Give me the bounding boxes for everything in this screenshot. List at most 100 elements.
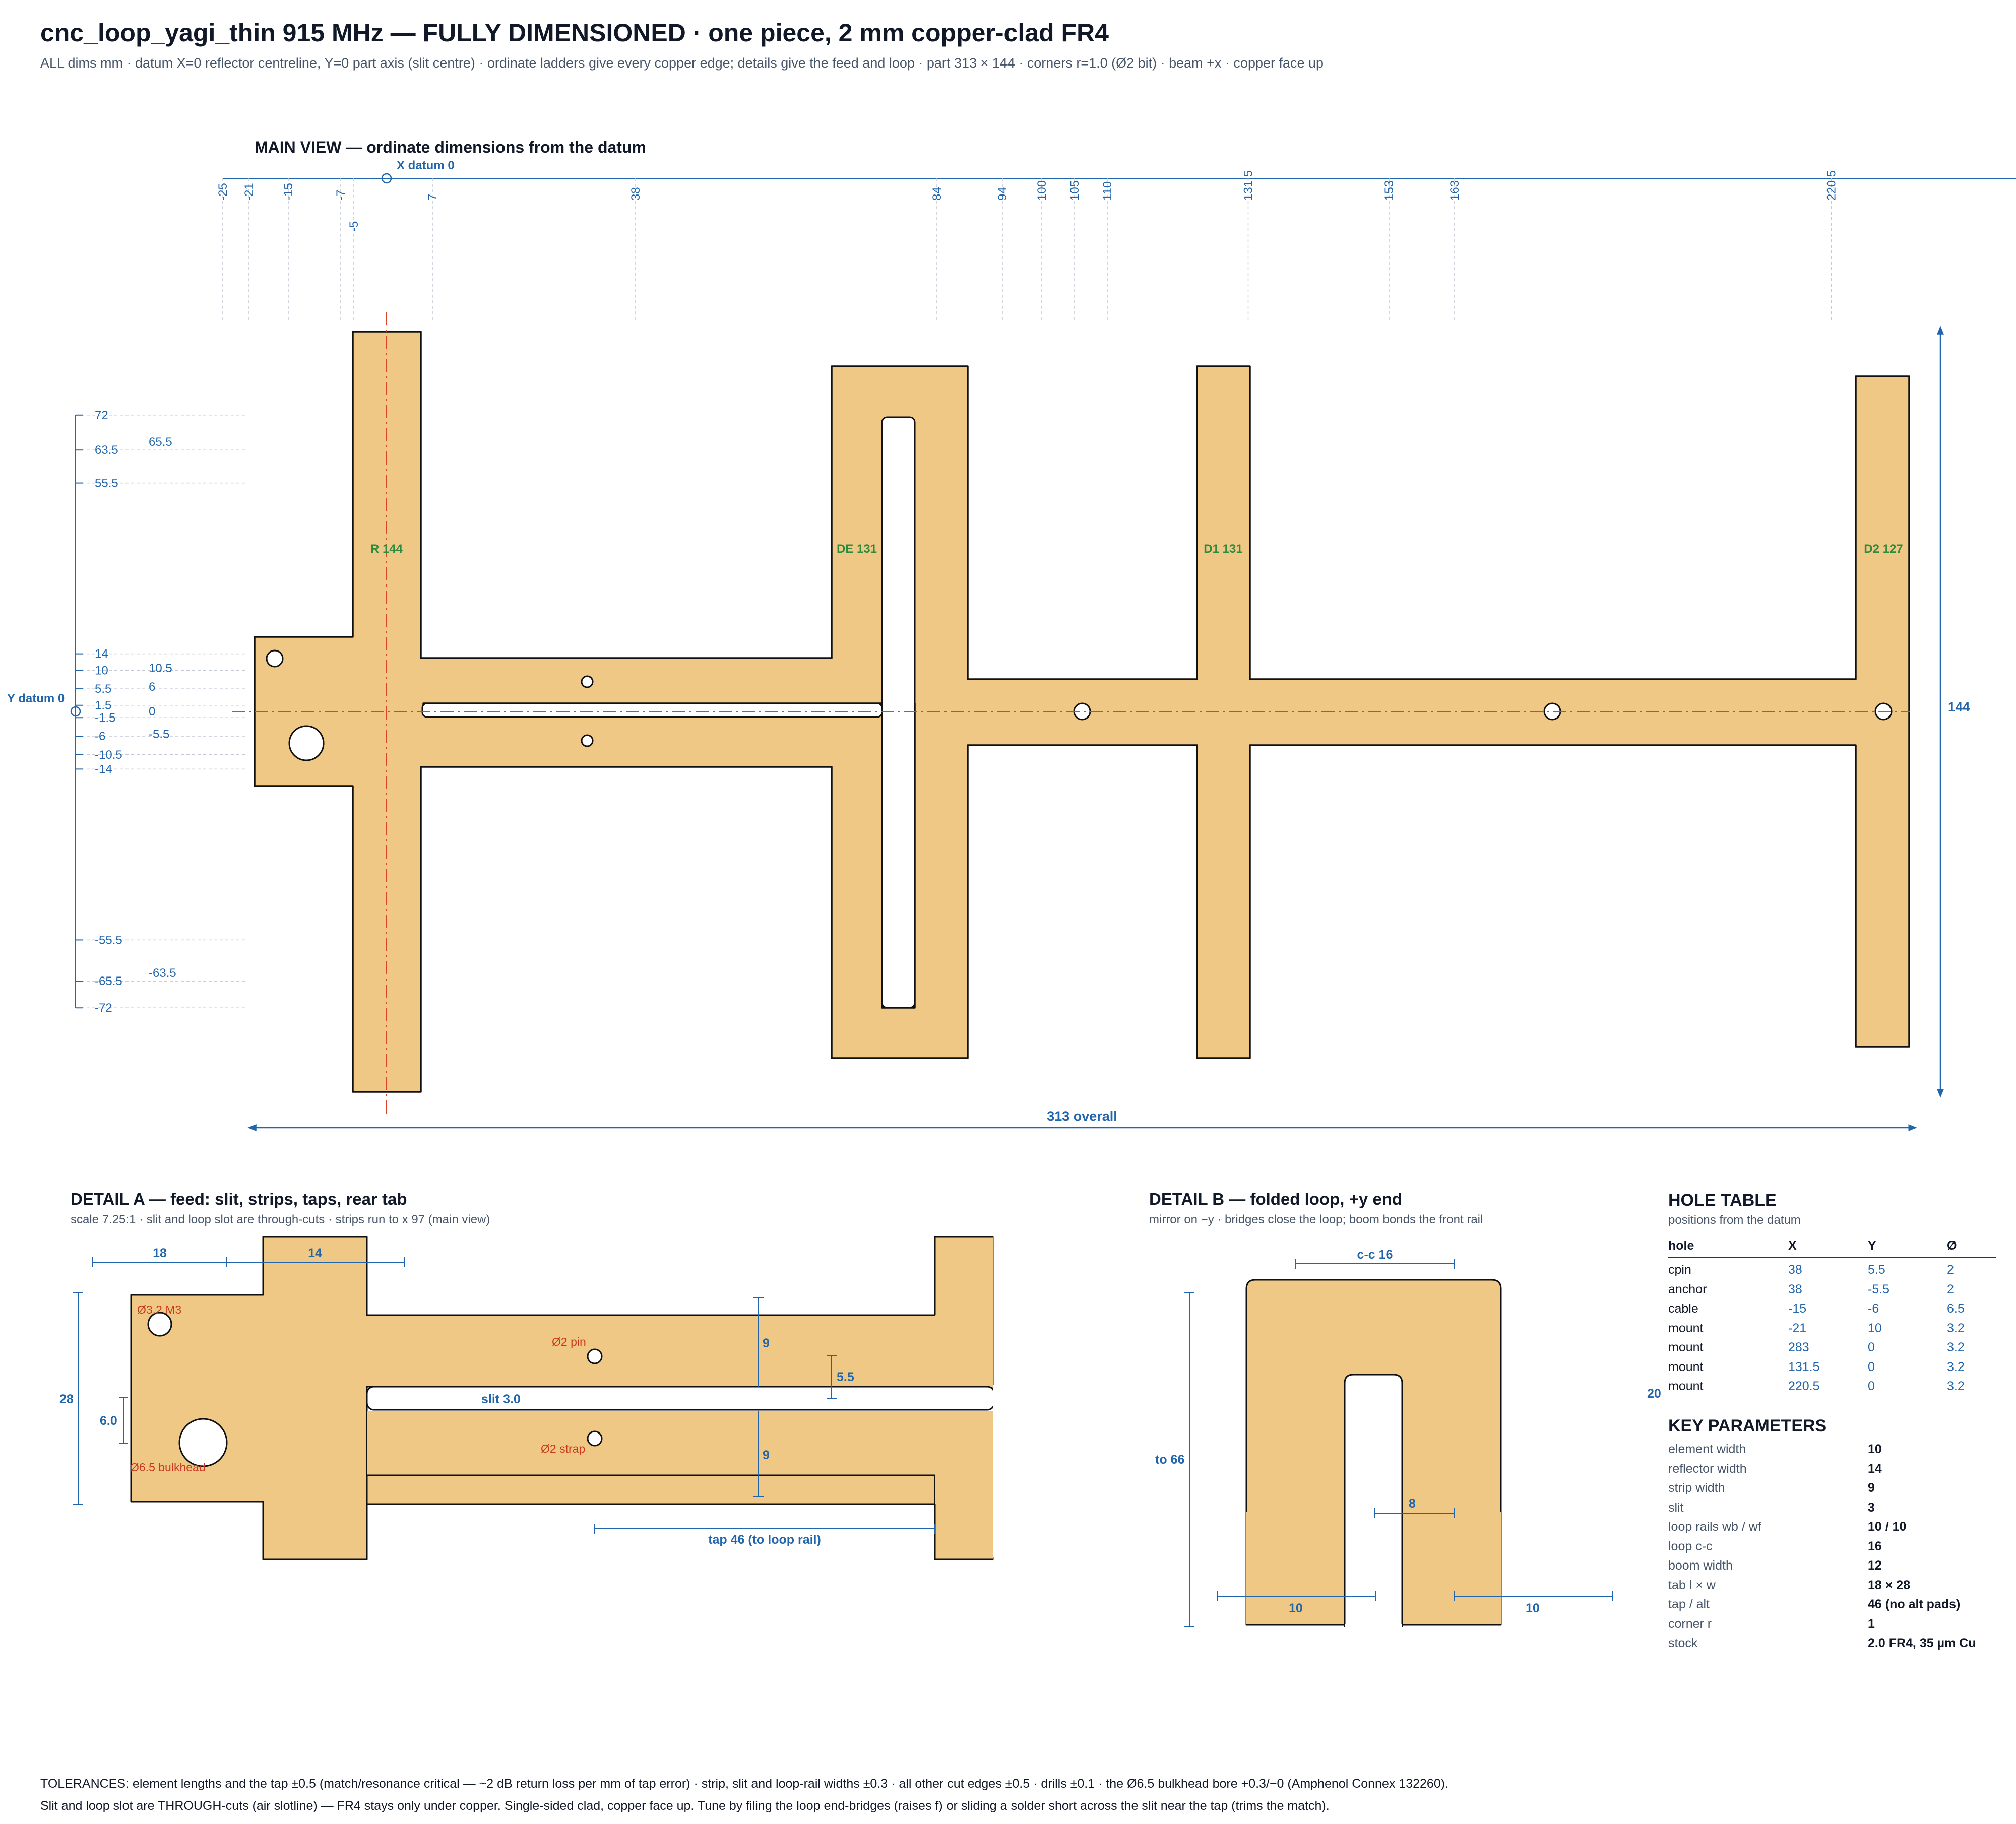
- key-parameter-value: 10: [1868, 1442, 1882, 1456]
- detail-a-strip-width-upper: 9: [763, 1336, 770, 1350]
- x-ordinate-label: -15: [282, 183, 295, 201]
- detail-a-slit-label: slit 3.0: [481, 1392, 521, 1406]
- x-ordinate-label: -5: [347, 221, 361, 232]
- y-datum-label: Y datum 0: [7, 692, 65, 705]
- overall-height-label: 144: [1948, 699, 1970, 714]
- element-label-director-1: D1 131: [1204, 542, 1242, 556]
- hole-table-cell: -5.5: [1868, 1282, 1890, 1296]
- x-ordinate-label: 153: [1382, 180, 1396, 201]
- detail-a-tap-label: tap 46 (to loop rail): [708, 1533, 821, 1547]
- x-ordinate-label: -21: [242, 183, 256, 201]
- y-ordinate-label: -1.5: [95, 711, 115, 725]
- key-parameter-name: slit: [1668, 1500, 1684, 1515]
- element-label-driven: DE 131: [837, 542, 877, 556]
- hole-table-cell: mount: [1668, 1359, 1704, 1374]
- x-ordinate-label: 110: [1101, 181, 1114, 201]
- key-parameter-name: tab l × w: [1668, 1578, 1716, 1592]
- x-ordinate-label: 100: [1035, 180, 1049, 201]
- anchor-hole: [581, 734, 594, 747]
- y-hole-ordinate-label: 0: [149, 705, 155, 719]
- hole-table-heading: HOLE TABLE: [1668, 1191, 1777, 1210]
- detail-a-pin-offset-label: 5.5: [837, 1370, 854, 1384]
- detail-a-strip-width-lower: 9: [763, 1448, 770, 1462]
- key-parameter-name: stock: [1668, 1636, 1698, 1650]
- detail-a-subheading: scale 7.25:1 · slit and loop slot are th…: [71, 1213, 490, 1226]
- x-datum-label: X datum 0: [397, 159, 455, 172]
- y-datum-marker: [70, 706, 81, 717]
- key-parameter-value: 10 / 10: [1868, 1520, 1907, 1534]
- x-ordinate-label: 105: [1068, 180, 1082, 201]
- detail-a-strap-callout: Ø2 strap: [541, 1442, 585, 1455]
- x-ordinate-label: -7: [334, 190, 348, 201]
- cable-hole: [288, 725, 325, 761]
- hole-table-cell: anchor: [1668, 1282, 1707, 1296]
- main-view-heading: MAIN VIEW — ordinate dimensions from the…: [255, 138, 646, 156]
- detail-a-lower-strip: [367, 1411, 993, 1475]
- hole-table-cell: 10: [1868, 1321, 1882, 1335]
- mount-hole: [266, 649, 284, 668]
- hole-table-cell: 2: [1947, 1263, 1954, 1277]
- y-ordinate-label: 1.5: [95, 699, 111, 712]
- overall-length-label: 313 overall: [1047, 1109, 1117, 1124]
- detail-b-subheading: mirror on −y · bridges close the loop; b…: [1149, 1213, 1483, 1226]
- key-parameter-name: tap / alt: [1668, 1597, 1710, 1611]
- hole-table-cell: -21: [1788, 1321, 1807, 1335]
- hole-table-cell: 3.2: [1947, 1379, 1965, 1393]
- cpin-hole: [581, 675, 594, 688]
- x-ordinate-label: 38: [629, 187, 643, 201]
- hole-table-cell: mount: [1668, 1340, 1704, 1354]
- page-subtitle: ALL dims mm · datum X=0 reflector centre…: [40, 55, 1324, 71]
- y-ordinate-label: 5.5: [95, 682, 111, 696]
- detail-b-loop-slot: [1344, 1374, 1403, 1627]
- hole-table-cell: 5.5: [1868, 1263, 1885, 1277]
- hole-table-cell: 0: [1868, 1340, 1875, 1354]
- key-parameter-value: 12: [1868, 1558, 1882, 1573]
- detail-b-left-rail-label: 10: [1289, 1601, 1303, 1615]
- key-parameter-value: 46 (no alt pads): [1868, 1597, 1961, 1611]
- key-parameter-value: 14: [1868, 1461, 1882, 1476]
- detail-a-pin-hole: [587, 1348, 603, 1364]
- detail-a-strap-hole: [587, 1430, 603, 1447]
- x-ordinate-label: 7: [426, 194, 439, 201]
- feed-slit: [421, 702, 883, 718]
- key-parameter-value: 3: [1868, 1500, 1875, 1515]
- key-parameter-value: 18 × 28: [1868, 1578, 1911, 1592]
- detail-b-height-label: to 66: [1155, 1453, 1184, 1467]
- element-label-reflector: R 144: [370, 542, 403, 556]
- detail-b-right-rail-label: 10: [1526, 1601, 1540, 1615]
- detail-b-width-label: 20: [1647, 1387, 1661, 1401]
- key-parameter-name: strip width: [1668, 1481, 1725, 1495]
- key-parameter-value: 1: [1868, 1616, 1875, 1631]
- y-ordinate-label: -10.5: [95, 748, 122, 762]
- x-ordinate-label: -25: [216, 183, 230, 201]
- key-parameter-value: 16: [1868, 1539, 1882, 1553]
- x-datum-marker: [381, 173, 392, 184]
- detail-a-upper-strip: [367, 1316, 993, 1386]
- hole-table-cell: 6.5: [1947, 1301, 1965, 1316]
- hole-table-subheading: positions from the datum: [1668, 1213, 1801, 1227]
- hole-table-cell: 131.5: [1788, 1359, 1820, 1374]
- y-ordinate-label: 63.5: [95, 443, 118, 457]
- hole-table-cell: -15: [1788, 1301, 1807, 1316]
- detail-a-bulkhead-callout: Ø6.5 bulkhead: [130, 1461, 206, 1474]
- tolerances-line-1: TOLERANCES: element lengths and the tap …: [40, 1777, 1449, 1791]
- key-parameter-name: boom width: [1668, 1558, 1733, 1573]
- hole-table-cell: 0: [1868, 1359, 1875, 1374]
- detail-a-cable-offset-label: 6.0: [100, 1414, 117, 1428]
- detail-a-slit: [366, 1386, 995, 1411]
- hole-table-cell: 38: [1788, 1282, 1802, 1296]
- hole-table-cell: 220.5: [1788, 1379, 1820, 1393]
- hole-table-cell: -6: [1868, 1301, 1879, 1316]
- x-ordinate-label: 94: [996, 187, 1010, 201]
- y-ordinate-label: -65.5: [95, 974, 122, 988]
- hole-table-cell: cable: [1668, 1301, 1698, 1316]
- key-parameters-heading: KEY PARAMETERS: [1668, 1416, 1827, 1436]
- hole-table-cell: 38: [1788, 1263, 1802, 1277]
- detail-a-pin-callout: Ø2 pin: [552, 1335, 586, 1348]
- hole-table-header: hole X Y Ø: [1668, 1239, 1996, 1258]
- hole-table-cell: mount: [1668, 1321, 1704, 1335]
- y-ordinate-label: 72: [95, 409, 108, 422]
- detail-b-heading: DETAIL B — folded loop, +y end: [1149, 1190, 1402, 1208]
